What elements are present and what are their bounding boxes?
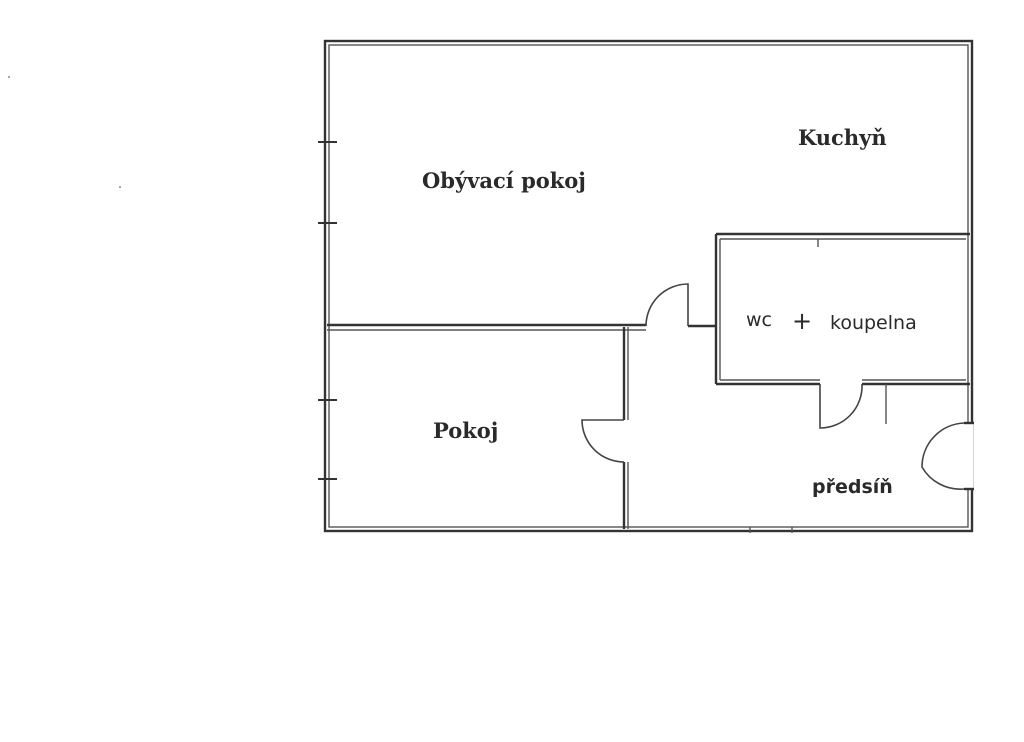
living-room-label: Obývací pokoj — [422, 168, 586, 193]
entrance-wall-gap — [964, 421, 974, 491]
window-marks-left — [318, 141, 337, 480]
plus-label: + — [792, 307, 813, 335]
scan-speck — [8, 76, 10, 78]
hallway-label: předsíň — [812, 476, 893, 498]
wall-living-bedroom — [327, 323, 716, 331]
kitchen-label: Kuchyň — [798, 125, 887, 150]
bathroom-walls — [714, 232, 970, 424]
scan-speck — [119, 186, 121, 188]
wc-label: wc — [746, 309, 772, 331]
bedroom-label: Pokoj — [433, 418, 499, 443]
door-swings — [581, 283, 965, 490]
wall-bedroom-hallway — [622, 327, 629, 529]
bathroom-label: koupelna — [830, 312, 917, 334]
outer-walls — [323, 39, 974, 533]
bottom-wall-marks — [749, 527, 793, 533]
